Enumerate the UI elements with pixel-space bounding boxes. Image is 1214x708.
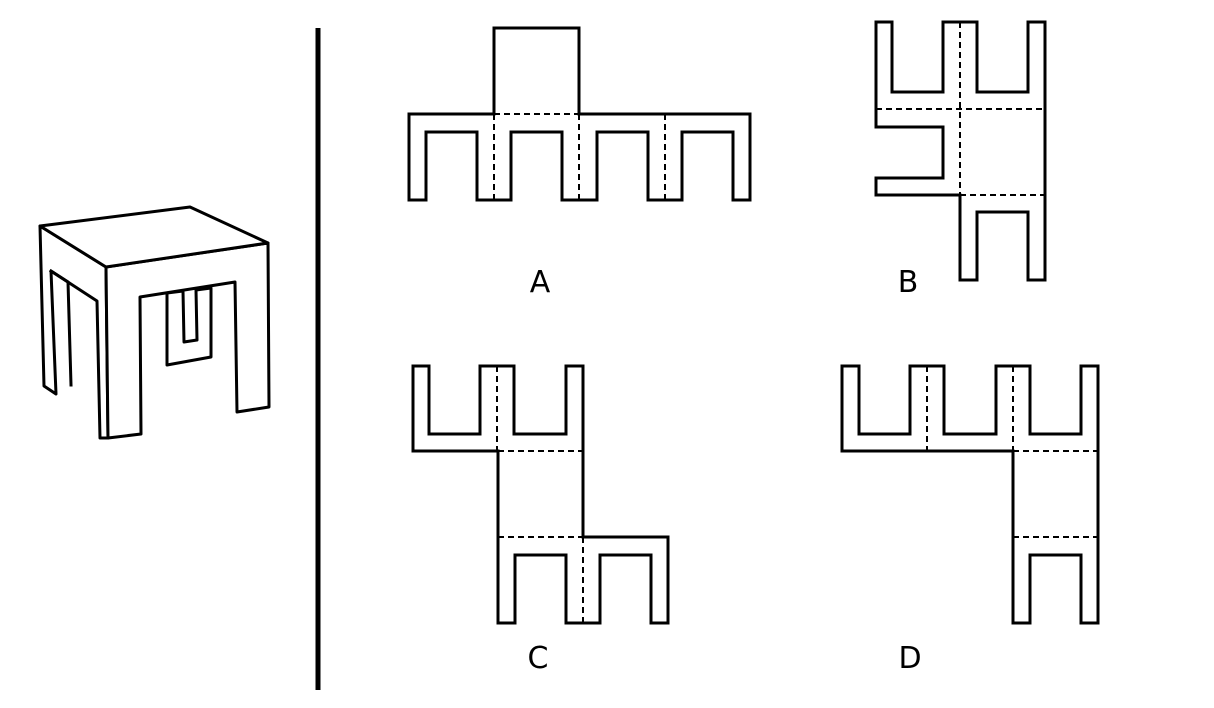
option-c-label: C	[528, 641, 549, 676]
option-b-label: B	[898, 265, 919, 300]
option-c-net: C	[411, 364, 670, 676]
stool-back-legs	[165, 286, 213, 367]
option-d-label: D	[898, 641, 921, 676]
option-b-net: B	[874, 20, 1047, 300]
stool-inner-edge-left	[48, 268, 73, 387]
option-a-net: A	[407, 26, 752, 300]
option-a-label: A	[530, 265, 551, 300]
stool-front-face	[104, 241, 271, 440]
stool-3d-view	[38, 205, 271, 440]
stool-top	[38, 205, 270, 269]
option-d-net: D	[840, 364, 1100, 676]
